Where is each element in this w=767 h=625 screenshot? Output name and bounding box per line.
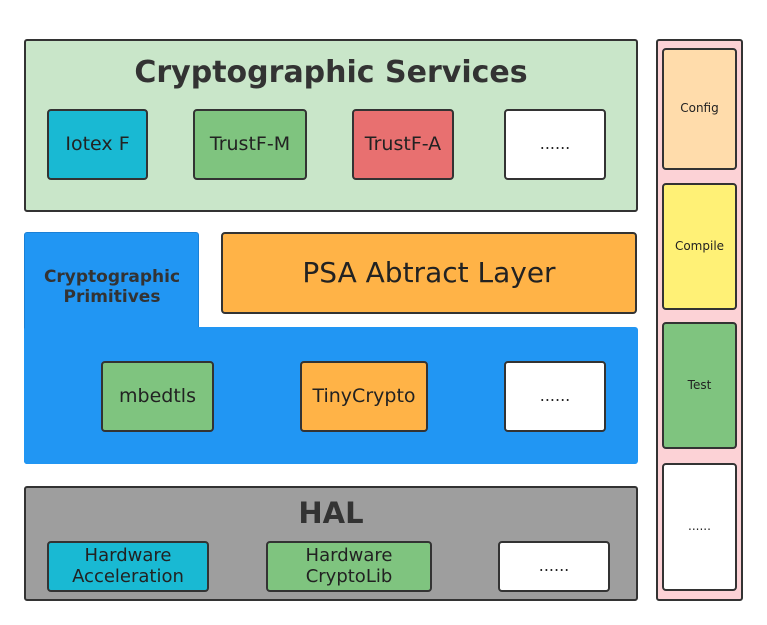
services-title: Cryptographic Services: [134, 54, 528, 90]
hal-more: ......: [498, 541, 610, 592]
hal-item-line1: ......: [538, 556, 570, 576]
primitive-tinycrypto: TinyCrypto: [300, 361, 428, 432]
hal-hardware-acceleration: Hardware Acceleration: [47, 541, 209, 592]
primitive-mbedtls: mbedtls: [101, 361, 214, 432]
side-more: ......: [662, 463, 737, 591]
primitives-title: Cryptographic Primitives: [28, 262, 196, 314]
side-config: Config: [662, 48, 737, 170]
hal-hardware-cryptolib: Hardware CryptoLib: [266, 541, 432, 592]
hal-item-line2: Acceleration: [72, 565, 184, 587]
service-iotex-f: Iotex F: [47, 109, 148, 180]
primitives-title-line1: Cryptographic: [43, 267, 181, 288]
hal-title: HAL: [298, 496, 364, 531]
hal-item-line1: Hardware: [84, 544, 172, 566]
hal-item-line1: Hardware: [305, 544, 393, 566]
side-test: Test: [662, 322, 737, 449]
primitive-more: ......: [504, 361, 606, 432]
side-compile: Compile: [662, 183, 737, 310]
service-trustf-a: TrustF-A: [352, 109, 454, 180]
service-more: ......: [504, 109, 606, 180]
hal-item-line2: CryptoLib: [305, 565, 393, 587]
service-trustf-m: TrustF-M: [193, 109, 307, 180]
psa-abstract-layer: PSA Abtract Layer: [221, 232, 637, 314]
primitives-title-line2: Primitives: [63, 287, 161, 307]
